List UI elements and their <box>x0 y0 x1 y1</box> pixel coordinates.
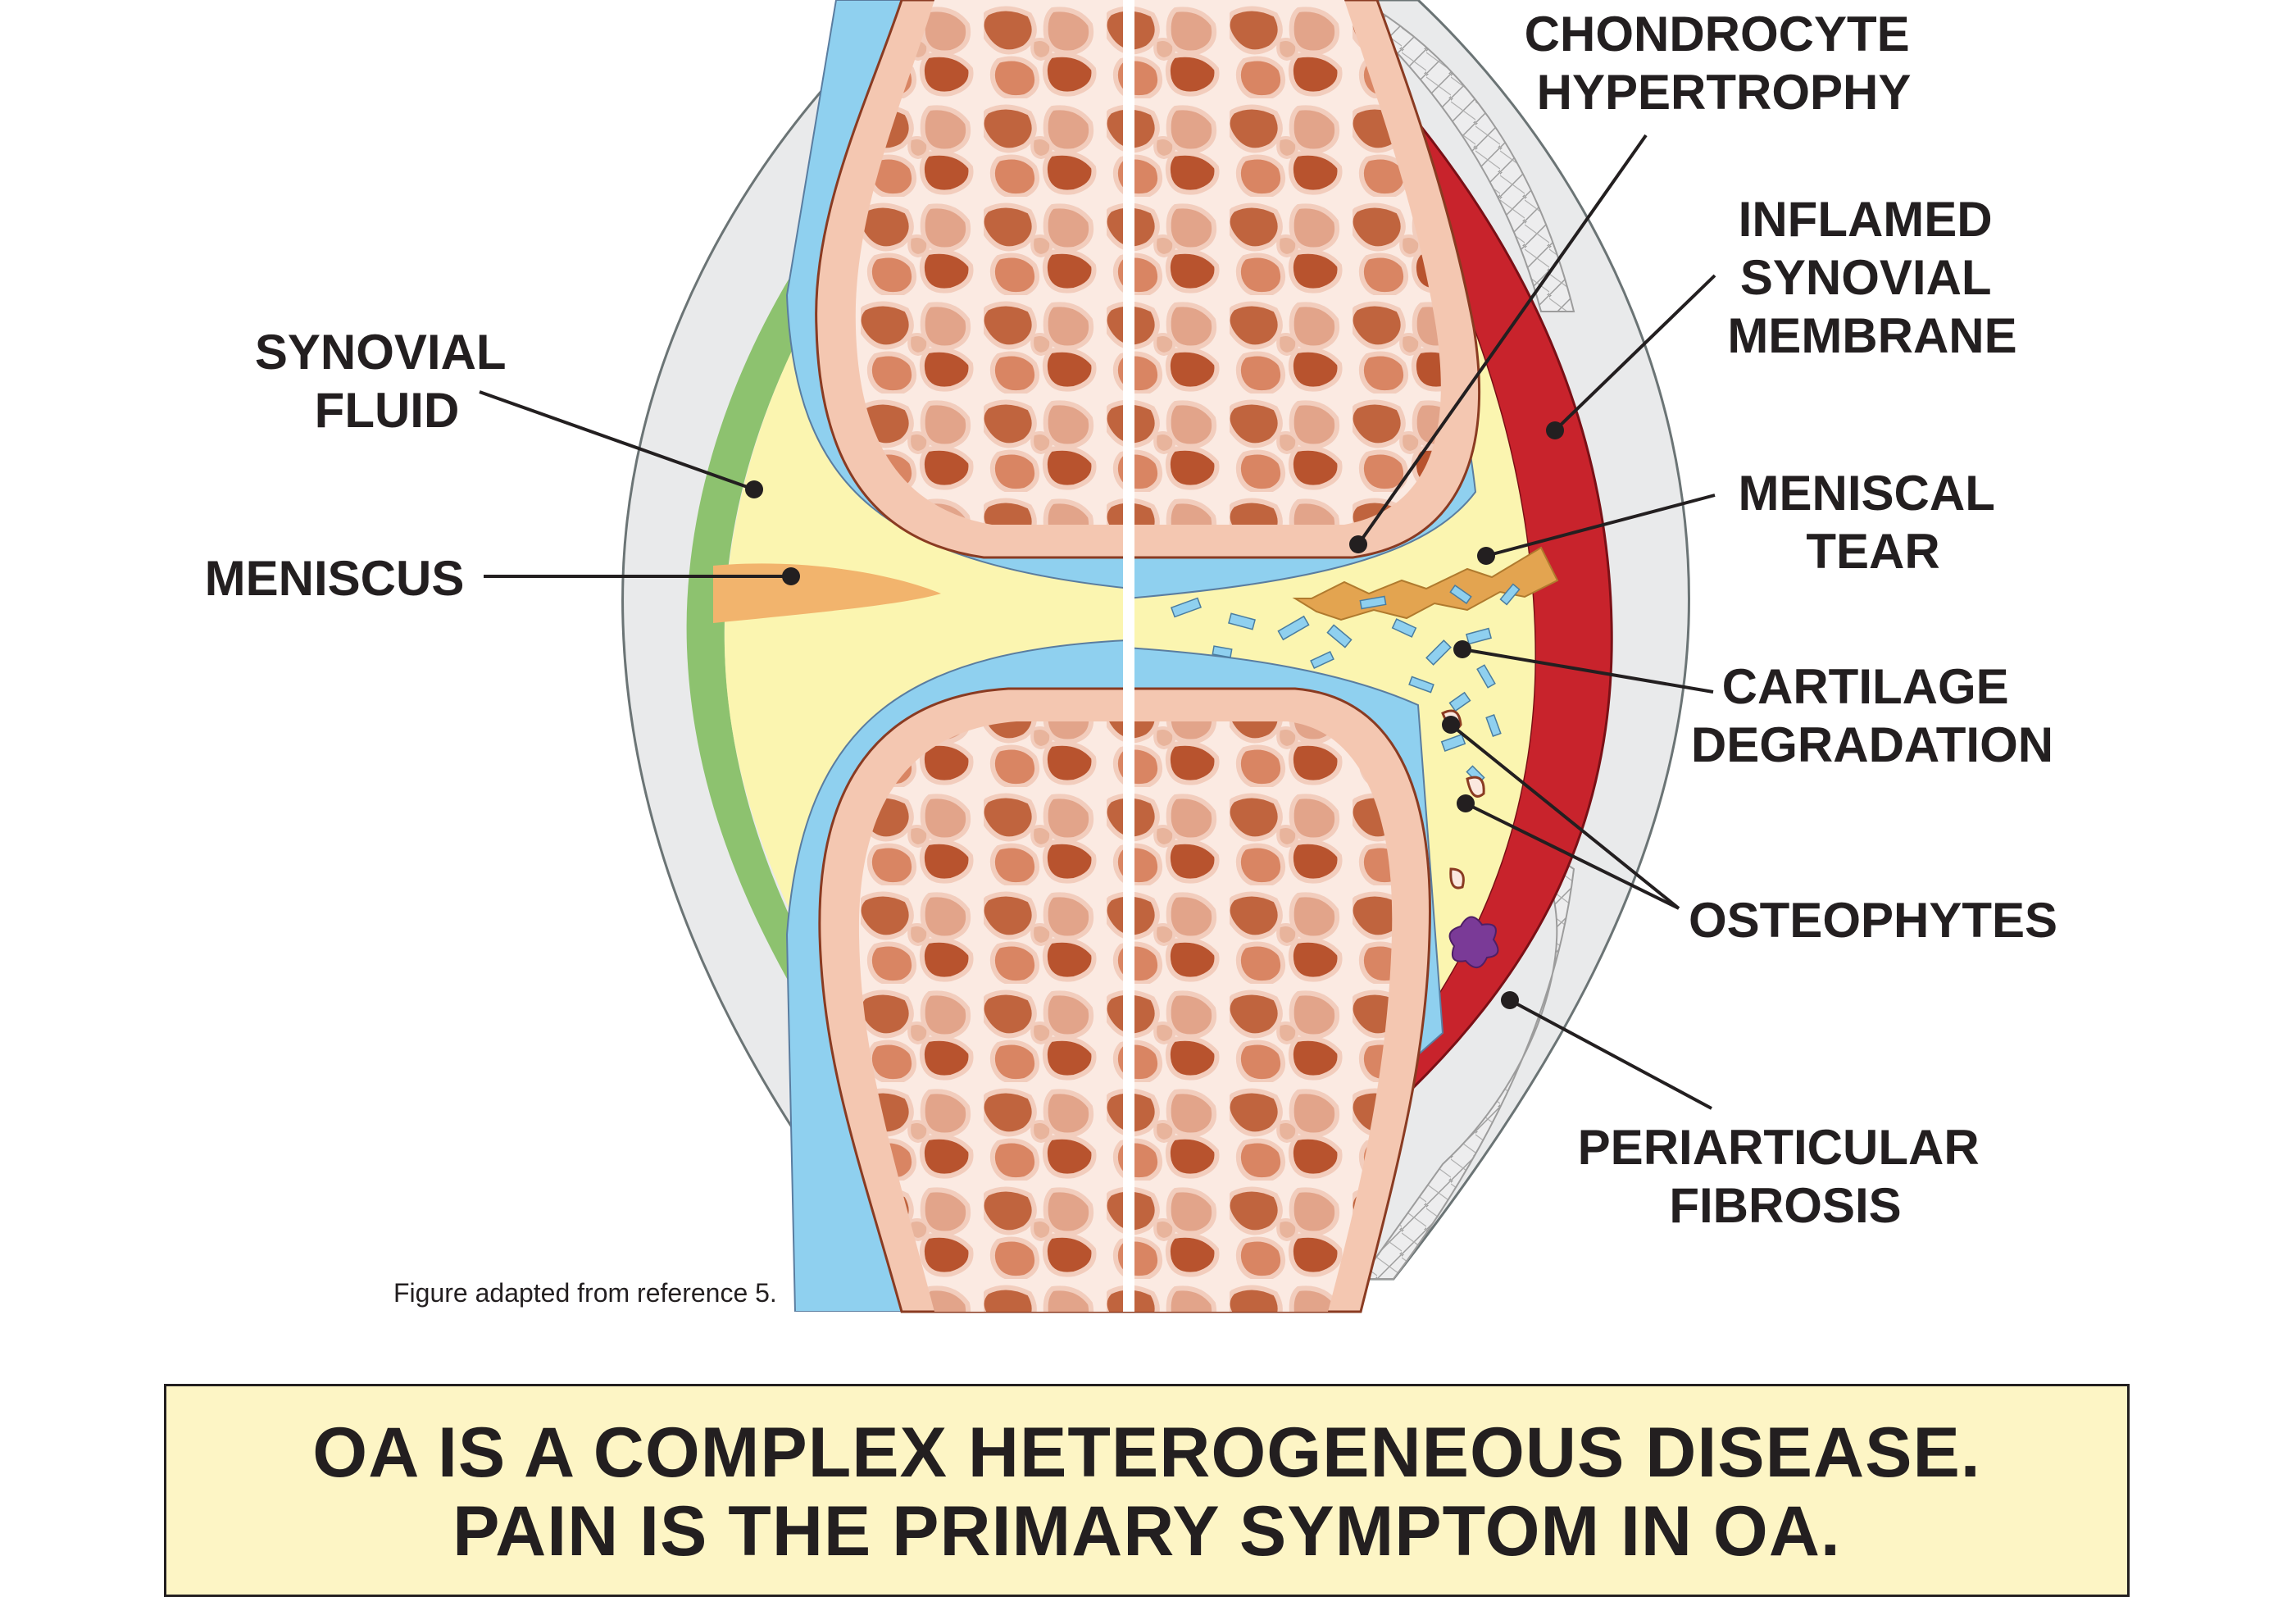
label-cartilage-degradation: CARTILAGE DEGRADATION <box>1691 659 2053 772</box>
label-chondrocyte-hypertrophy: CHONDROCYTE HYPERTROPHY <box>1525 7 1924 120</box>
label-osteophytes: OSTEOPHYTES <box>1689 893 2057 948</box>
banner-line-1: OA IS A COMPLEX HETEROGENEOUS DISEASE. <box>166 1413 2127 1494</box>
dot-chondrocyte-hypertrophy <box>1349 535 1367 553</box>
label-meniscus: MENISCUS <box>205 551 465 606</box>
dot-cartilage-degradation <box>1453 640 1471 658</box>
label-periarticular-fibrosis: PERIARTICULAR FIBROSIS <box>1578 1120 1994 1233</box>
dot-meniscus <box>782 567 800 585</box>
femur-trabecular <box>856 0 1441 525</box>
label-synovial-fluid: SYNOVIAL FLUID <box>255 325 519 438</box>
key-message-banner: OA IS A COMPLEX HETEROGENEOUS DISEASE. P… <box>164 1384 2130 1597</box>
dot-synovial-fluid <box>745 480 763 498</box>
label-inflamed-synovial-membrane: INFLAMED SYNOVIAL MEMBRANE <box>1727 192 2016 363</box>
dot-osteophytes-a <box>1442 716 1460 734</box>
oa-knee-diagram: SYNOVIAL FLUID MENISCUS CHONDROCYTE HYPE… <box>0 0 2296 1550</box>
banner-line-2: PAIN IS THE PRIMARY SYMPTOM IN OA. <box>166 1491 2127 1572</box>
dot-inflamed-synovium <box>1546 421 1564 439</box>
dot-periarticular-fibrosis <box>1501 991 1519 1009</box>
dot-meniscal-tear <box>1477 547 1495 565</box>
label-meniscal-tear: MENISCAL TEAR <box>1739 466 2008 579</box>
half-divider <box>1123 0 1134 1312</box>
dot-osteophytes-b <box>1457 794 1475 812</box>
figure-credit: Figure adapted from reference 5. <box>393 1278 777 1308</box>
